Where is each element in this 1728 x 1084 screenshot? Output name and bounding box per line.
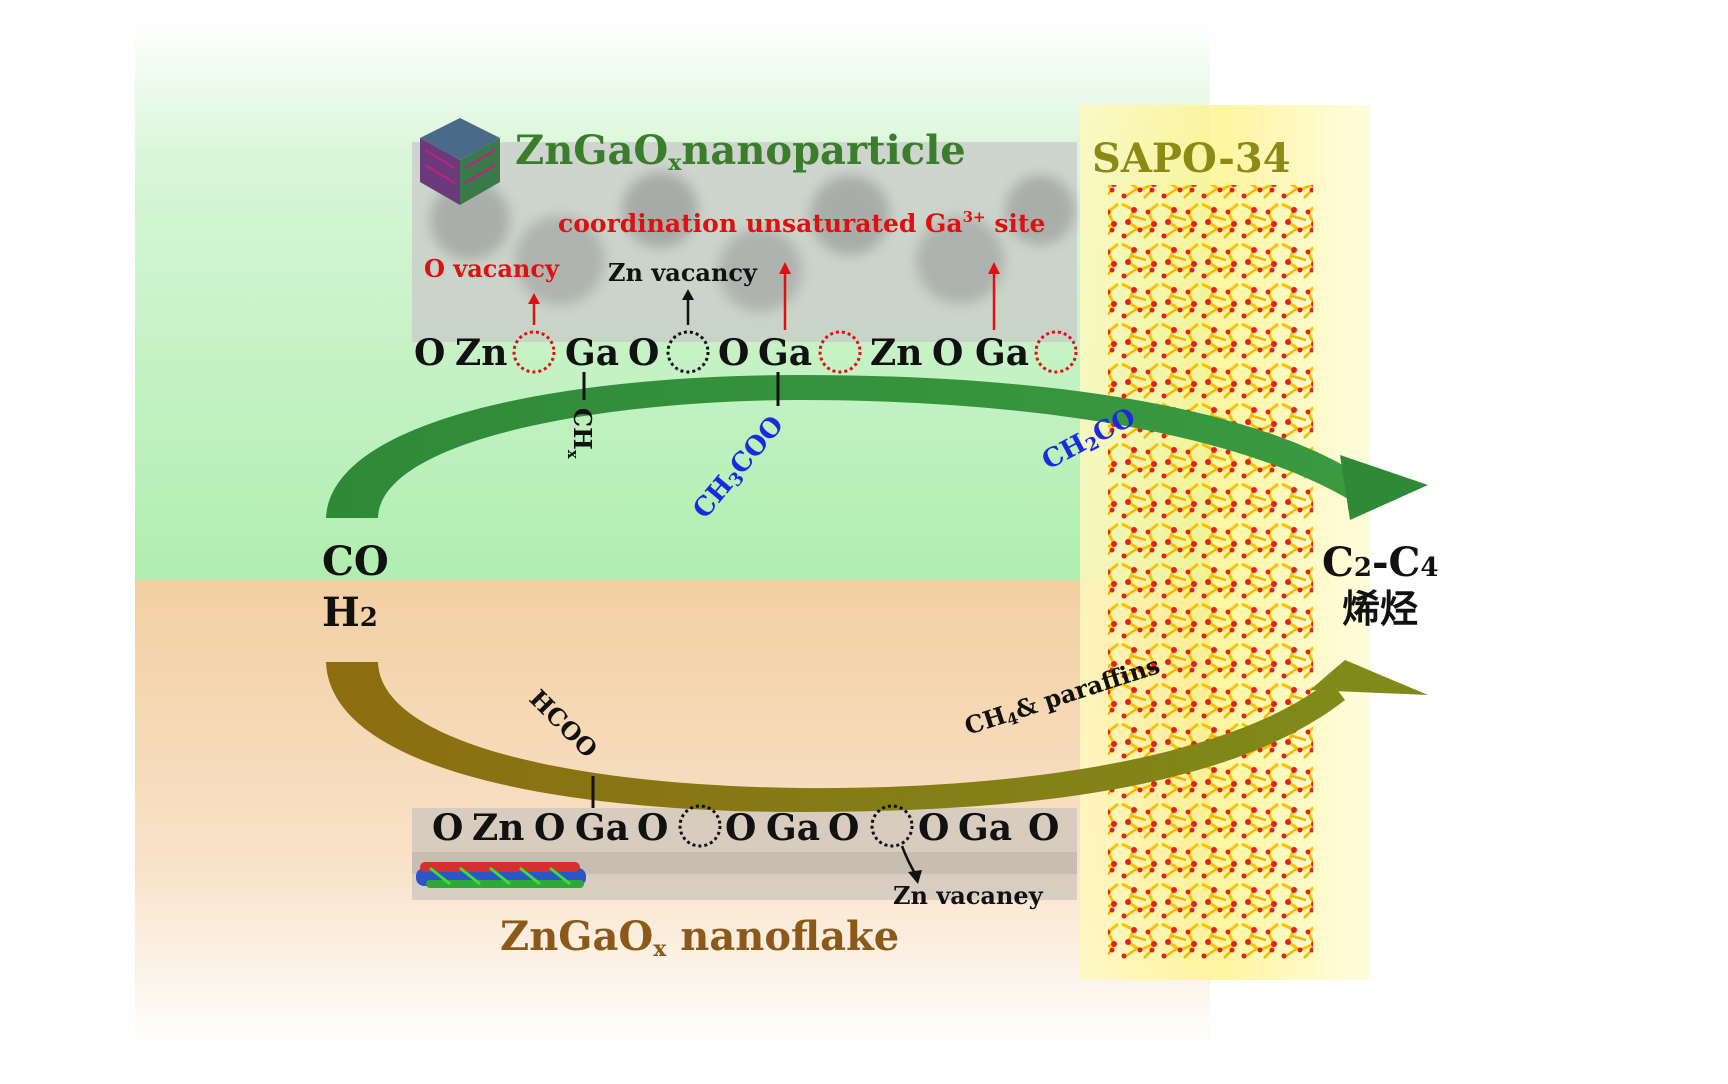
o-vacancy-circle <box>512 330 556 374</box>
nanoflake-atom-chain: O Zn O Ga O O Ga O O Ga O <box>432 807 1059 849</box>
olive-pathway-arrow <box>326 660 1428 812</box>
atom: Ga <box>565 332 619 374</box>
atom: O <box>932 332 963 374</box>
product-olefins: 烯烃 <box>1342 586 1418 631</box>
nanoflake-icon <box>416 862 586 888</box>
o-vacancy-label: O vacancy <box>424 254 560 283</box>
nanoparticle-title: ZnGaOxnanoparticle <box>515 127 966 176</box>
zn-vacancy-circle <box>678 804 722 848</box>
top-vacancy-circles <box>512 330 1078 374</box>
atom: O <box>718 332 749 374</box>
nanoparticle-tem-image <box>412 142 1077 342</box>
atom: Zn <box>472 807 524 849</box>
sapo-crystal-structure <box>1108 185 1313 960</box>
atom: O <box>414 332 445 374</box>
o-vacancy-circle <box>1034 330 1078 374</box>
reactant-h2: H2 <box>322 589 378 636</box>
green-pathway-arrow <box>326 375 1428 520</box>
zn-vacancy-bottom-label: Zn vacaney <box>893 881 1044 910</box>
bottom-vacancy-arrow <box>900 845 922 884</box>
atom: Ga <box>975 332 1029 374</box>
nanoparticle-atom-chain: O Zn Ga O O Ga Zn O Ga <box>414 332 1029 374</box>
atom: O <box>725 807 756 849</box>
atom: Zn <box>870 332 922 374</box>
o-vacancy-circle <box>818 330 862 374</box>
atom: Ga <box>766 807 820 849</box>
nanoparticle-cube-icon <box>420 118 500 205</box>
nanoflake-title: ZnGaOx nanoflake <box>500 913 899 962</box>
atom: Zn <box>455 332 507 374</box>
zn-vacancy-circle <box>666 330 710 374</box>
reactant-co: CO <box>322 538 389 585</box>
sapo-title: SAPO-34 <box>1092 135 1291 182</box>
atom: O <box>432 807 463 849</box>
atom: O <box>637 807 668 849</box>
atom: O <box>918 807 949 849</box>
chx-label: CHx <box>564 408 597 460</box>
atom: Ga <box>575 807 629 849</box>
top-vacancy-arrows <box>528 262 1000 330</box>
zn-vacancy-label: Zn vacancy <box>608 258 758 287</box>
coordination-site-label: coordination unsaturated Ga3+ site <box>558 208 1045 238</box>
atom: O <box>828 807 859 849</box>
atom: Ga <box>758 332 812 374</box>
atom: O <box>1028 807 1059 849</box>
atom: O <box>628 332 659 374</box>
atom: Ga <box>958 807 1012 849</box>
zn-vacancy-circle <box>870 804 914 848</box>
bottom-vacancy-circles <box>678 804 914 848</box>
atom: O <box>534 807 565 849</box>
product-c2-c4: C2-C4 <box>1322 539 1438 586</box>
